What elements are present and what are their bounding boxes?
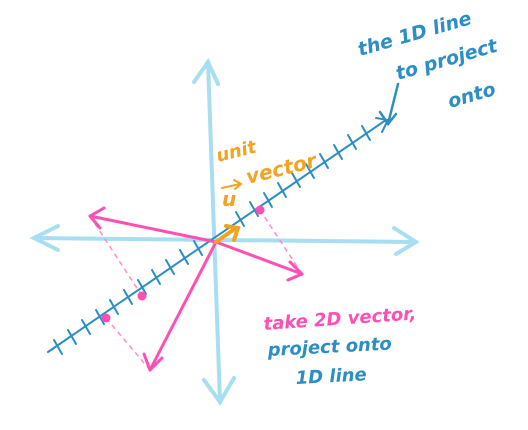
unit-vector-symbol: u bbox=[222, 187, 236, 211]
projection-line-upper-left bbox=[89, 215, 143, 297]
vector-label: take 2D vector, bbox=[263, 303, 417, 335]
projected-point-upper-right bbox=[255, 205, 265, 215]
unit-vector-arrow bbox=[214, 226, 238, 244]
x-axis bbox=[32, 236, 418, 244]
one-d-line-ticks bbox=[53, 125, 371, 355]
vector-lower-right bbox=[214, 240, 304, 276]
vector-upper-left-arrowhead bbox=[88, 206, 106, 230]
line-label-line-3: onto bbox=[445, 78, 498, 113]
y-axis-bottom-arrowhead bbox=[202, 376, 236, 406]
vector-label-line-1: take 2D vector, bbox=[263, 303, 417, 335]
projected-points bbox=[101, 205, 265, 323]
projected-point-lower bbox=[101, 313, 111, 323]
vector-lower-right-arrowhead bbox=[286, 260, 304, 282]
vector-upper-left bbox=[88, 214, 218, 244]
one-d-line bbox=[47, 117, 390, 355]
vector-label-rest: project onto 1D line bbox=[266, 334, 392, 389]
projection-lines bbox=[89, 209, 303, 371]
y-axis bbox=[206, 60, 222, 404]
x-axis-right-arrowhead bbox=[392, 226, 420, 256]
line-label-pointer bbox=[378, 82, 400, 127]
vector-label-line-3: 1D line bbox=[295, 364, 367, 389]
vector-lower bbox=[148, 240, 218, 372]
line-label-pointer-shaft bbox=[386, 82, 400, 126]
projection-line-upper-right bbox=[259, 209, 303, 275]
coordinate-axes bbox=[29, 57, 420, 406]
unit-vector-symbol-arrow bbox=[221, 179, 243, 190]
vector-label-line-2: project onto bbox=[266, 334, 392, 362]
x-axis-left-arrowhead bbox=[29, 224, 60, 252]
unit-vector bbox=[214, 224, 241, 244]
projection-line-lower bbox=[105, 317, 151, 371]
one-d-line-axis bbox=[47, 119, 387, 353]
y-axis-top-arrowhead bbox=[192, 57, 220, 86]
two-d-vectors bbox=[88, 206, 304, 372]
unit-vector-arrowhead bbox=[224, 224, 241, 242]
line-label: the 1D line to project onto bbox=[355, 7, 500, 112]
line-label-pointer-arrowhead bbox=[378, 110, 398, 127]
vector-lower-arrowhead bbox=[142, 352, 164, 372]
projected-point-middle bbox=[137, 291, 147, 301]
